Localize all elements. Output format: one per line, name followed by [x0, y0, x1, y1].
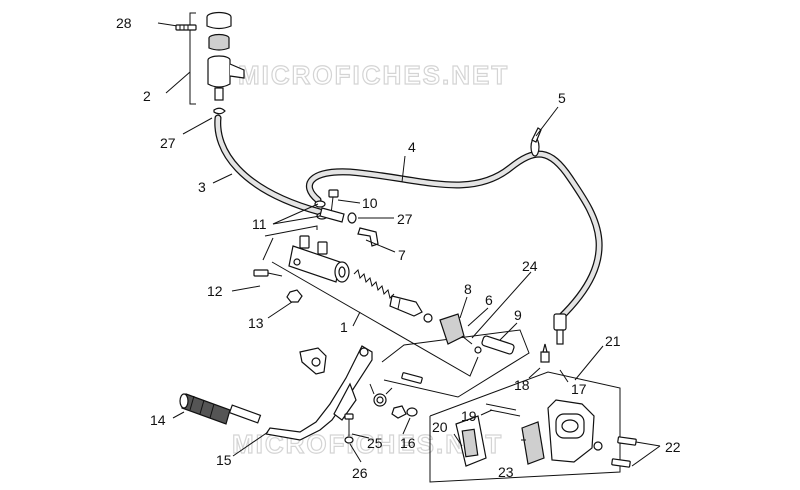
- banjo-bolt-10: [328, 189, 339, 215]
- boot-seal: [439, 313, 473, 345]
- callout-19: 19: [461, 408, 477, 424]
- callout-14: 14: [150, 412, 166, 428]
- o-ring-27b: [347, 212, 357, 224]
- reservoir-seal: [208, 33, 230, 51]
- push-rod-9: [474, 335, 515, 355]
- callout-24: 24: [522, 258, 538, 274]
- callout-4: 4: [408, 139, 416, 155]
- leader-lines: [172, 106, 661, 467]
- callout-16: 16: [400, 435, 416, 451]
- master-cylinder-group-frame: [262, 225, 479, 377]
- callout-28: 28: [116, 15, 132, 31]
- callout-5: 5: [558, 90, 566, 106]
- pad-20: [455, 415, 487, 467]
- callout-7: 7: [398, 247, 406, 263]
- spring-25: [369, 383, 393, 407]
- callout-18: 18: [514, 377, 530, 393]
- adjuster-screw: [401, 372, 423, 384]
- callout-27b: 27: [397, 211, 413, 227]
- pedal-bracket: [299, 347, 327, 375]
- hose-4: [305, 150, 603, 322]
- banjo-union: [319, 207, 345, 223]
- callout-8: 8: [464, 281, 472, 297]
- callout-2: 2: [143, 88, 151, 104]
- callout-21: 21: [605, 333, 621, 349]
- hose-3: [213, 107, 324, 216]
- callout-15: 15: [216, 452, 232, 468]
- callout-12: 12: [207, 283, 223, 299]
- reservoir-group-bracket: [189, 12, 196, 105]
- callout-13: 13: [248, 315, 264, 331]
- circlip-6: [423, 313, 433, 323]
- nut-13: [286, 289, 303, 303]
- screw-26: [344, 413, 354, 444]
- watermark-top: MICROFICHES.NET: [238, 60, 509, 90]
- reservoir-cap: [206, 11, 232, 30]
- pin-19: [485, 403, 521, 417]
- callout-27a: 27: [160, 135, 176, 151]
- spring-24: [353, 269, 395, 299]
- pad-23: [521, 421, 545, 465]
- callout-25: 25: [367, 435, 383, 451]
- pushrod-group-frame: [381, 329, 530, 398]
- reservoir-assembly: [157, 11, 245, 101]
- callout-17: 17: [571, 381, 587, 397]
- pedal-rubber-14: [179, 393, 262, 425]
- callout-11: 11: [252, 216, 267, 232]
- reservoir-body: [207, 55, 245, 101]
- clutch-master-cylinder: [288, 235, 350, 283]
- bleeder-valve-18: [540, 343, 550, 363]
- callout-26: 26: [352, 465, 368, 481]
- screw-28: [175, 24, 197, 31]
- callout-23: 23: [498, 464, 514, 480]
- slave-cylinder-17: [547, 399, 603, 463]
- piston-8: [389, 295, 423, 317]
- pedal-lever-15: [264, 345, 373, 441]
- callout-1: 1: [340, 319, 348, 335]
- bolt-12: [253, 269, 283, 277]
- callout-20: 20: [432, 419, 448, 435]
- callout-3: 3: [198, 179, 206, 195]
- callout-labels: 28 2 27 3 4 5 10 27 11 7 24 12 8 6 9 13 …: [116, 15, 681, 481]
- hose-end-fitting: [553, 313, 567, 345]
- callout-10: 10: [362, 195, 378, 211]
- bolt-16: [391, 405, 418, 419]
- elbow-fitting-7: [357, 227, 379, 247]
- callout-6: 6: [485, 292, 493, 308]
- bolts-22: [611, 436, 637, 468]
- callout-22: 22: [665, 439, 681, 455]
- callout-9: 9: [514, 307, 522, 323]
- caliper-group-frame: [429, 371, 621, 483]
